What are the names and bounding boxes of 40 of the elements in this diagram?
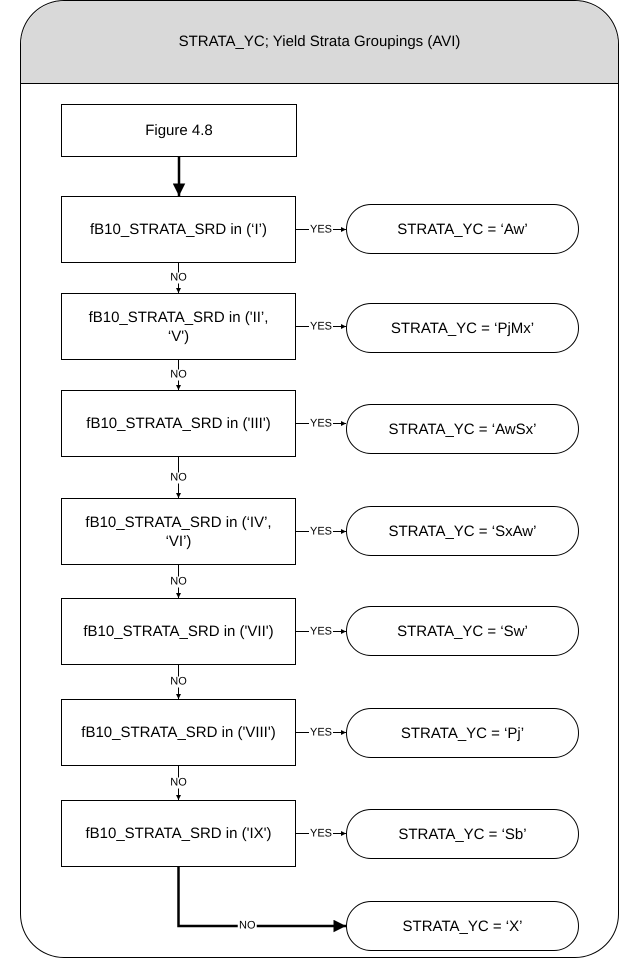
terminal-node: STRATA_YC = ‘X’ [346, 901, 579, 951]
reference-box: Figure 4.8 [61, 104, 297, 157]
edge-label: YES [309, 321, 333, 332]
decision-box: fB10_STRATA_SRD in ('III') [61, 390, 296, 457]
decision-box: fB10_STRATA_SRD in ('IX') [61, 800, 296, 867]
arrow [176, 664, 181, 700]
terminal-node: STRATA_YC = ‘Sb’ [346, 809, 579, 859]
edge-label: YES [309, 727, 333, 738]
arrow [177, 867, 346, 932]
decision-box: fB10_STRATA_SRD in ('II’, ‘V') [61, 293, 296, 360]
arrow [172, 157, 186, 196]
decision-box: fB10_STRATA_SRD in (‘I’) [61, 196, 296, 263]
terminal-node: STRATA_YC = ‘Sw’ [346, 606, 579, 656]
terminal-node: STRATA_YC = ‘Pj’ [346, 708, 579, 758]
edge-label: NO [169, 472, 188, 483]
edge-label: NO [169, 676, 188, 688]
terminal-node: STRATA_YC = ‘SxAw’ [346, 506, 579, 556]
edge-label: NO [169, 576, 188, 587]
decision-box: fB10_STRATA_SRD in (‘IV’, ‘VI’) [61, 498, 296, 565]
terminal-node: STRATA_YC = ‘Aw’ [346, 204, 579, 254]
edge-label: YES [309, 224, 333, 235]
swimlane-frame [20, 0, 619, 958]
decision-box: fB10_STRATA_SRD in ('VIII') [61, 699, 296, 766]
arrow [176, 766, 181, 800]
edge-label: NO [238, 920, 256, 932]
decision-box: fB10_STRATA_SRD in ('VII') [61, 598, 296, 665]
arrow [176, 360, 181, 390]
edge-label: NO [169, 370, 188, 380]
edge-label: YES [309, 526, 333, 537]
terminal-node: STRATA_YC = ‘PjMx’ [346, 303, 579, 353]
edge-label: YES [309, 626, 333, 637]
edge-label: YES [309, 418, 333, 429]
terminal-node: STRATA_YC = ‘AwSx’ [346, 404, 579, 454]
arrow [176, 456, 181, 498]
edge-label: NO [169, 778, 188, 788]
edge-label: YES [309, 828, 333, 839]
edge-label: NO [169, 272, 188, 284]
frame-title: STRATA_YC; Yield Strata Groupings (AVI) [178, 32, 460, 52]
arrow [176, 262, 181, 294]
arrow [176, 564, 181, 598]
